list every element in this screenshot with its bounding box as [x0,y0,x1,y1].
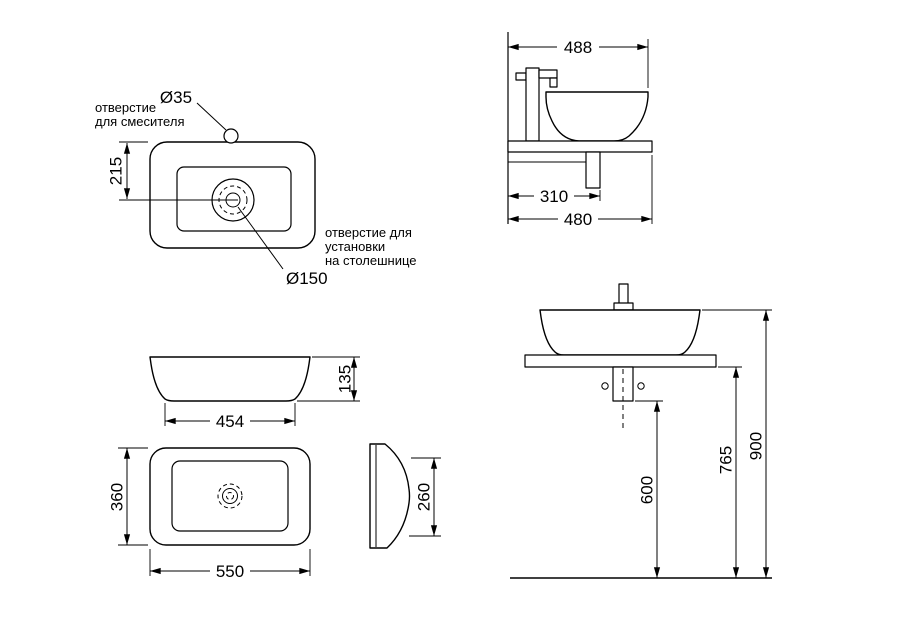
drain-hole-inner [225,192,241,208]
dim-mixer-hole-diameter: Ø35 [160,88,192,107]
screw-hole-right [637,382,645,390]
installation-view: 600 765 900 [510,283,772,579]
dim-text-mask [210,413,250,429]
mixer-leader-line [196,102,227,131]
dim-drain-outlet-height: 600 [638,476,657,504]
drain-inner [226,492,234,500]
mixer-note-line2: для смесителя [95,114,184,129]
dim-countertop-depth: 480 [564,210,592,229]
basin-front-outline [149,356,311,402]
dim-bracket-depth: 310 [540,187,568,206]
drain-hole-middle [218,185,248,215]
countertop-slab [507,140,653,153]
countertop-note-line2: установки [325,239,385,254]
dim-bowl-height: 135 [336,365,355,393]
dim-edge-to-center: 215 [107,157,126,185]
drain-outer [217,483,243,509]
dim-text-mask [557,39,599,55]
dim-width-with-faucet: 488 [564,38,592,57]
dim-text-mask [558,211,598,227]
basin-outline [149,141,316,249]
faucet-handle [515,72,527,81]
basin-plan-outline [149,447,311,546]
profile-view: 260 [369,443,441,549]
countertop-note-line1: отверстие для [325,225,412,240]
basin-profile-outline [369,443,411,549]
mixer-note-line1: отверстие [95,100,156,115]
faucet-nozzle [549,77,558,88]
plan-view: 360 550 [108,447,311,581]
dim-overall-width: 360 [108,483,127,511]
dim-overall-height: 900 [747,432,766,460]
dim-text-mask [210,563,250,579]
faucet-body [525,67,540,142]
basin-side-profile [545,91,649,142]
countertop-slab [524,354,717,368]
front-view: 135 454 [149,356,360,431]
drain-leader-line [237,206,284,270]
faucet-base [613,302,634,311]
faucet-spout [538,69,558,79]
top-view: Ø35 отверстие для смесителя 215 Ø150 отв… [95,88,417,288]
basin-plan-inner-rim [171,460,289,532]
drain-hole-outer [211,178,255,222]
dim-side-height: 260 [415,483,434,511]
dim-drain-diameter: Ø150 [286,269,328,288]
screw-hole-left [601,382,609,390]
side-view: 488 310 480 [507,32,653,229]
basin-inner-rim [176,166,292,232]
countertop-note-line3: на столешнице [325,253,417,268]
basin-front-outline [539,309,701,356]
mounting-bracket [585,151,601,189]
mixer-hole [223,128,239,144]
dim-under-counter-height: 765 [717,446,736,474]
dim-overall-length: 550 [216,562,244,581]
dim-text-mask [534,188,574,204]
dim-bowl-bottom-width: 454 [216,412,244,431]
drain-middle [222,488,238,504]
